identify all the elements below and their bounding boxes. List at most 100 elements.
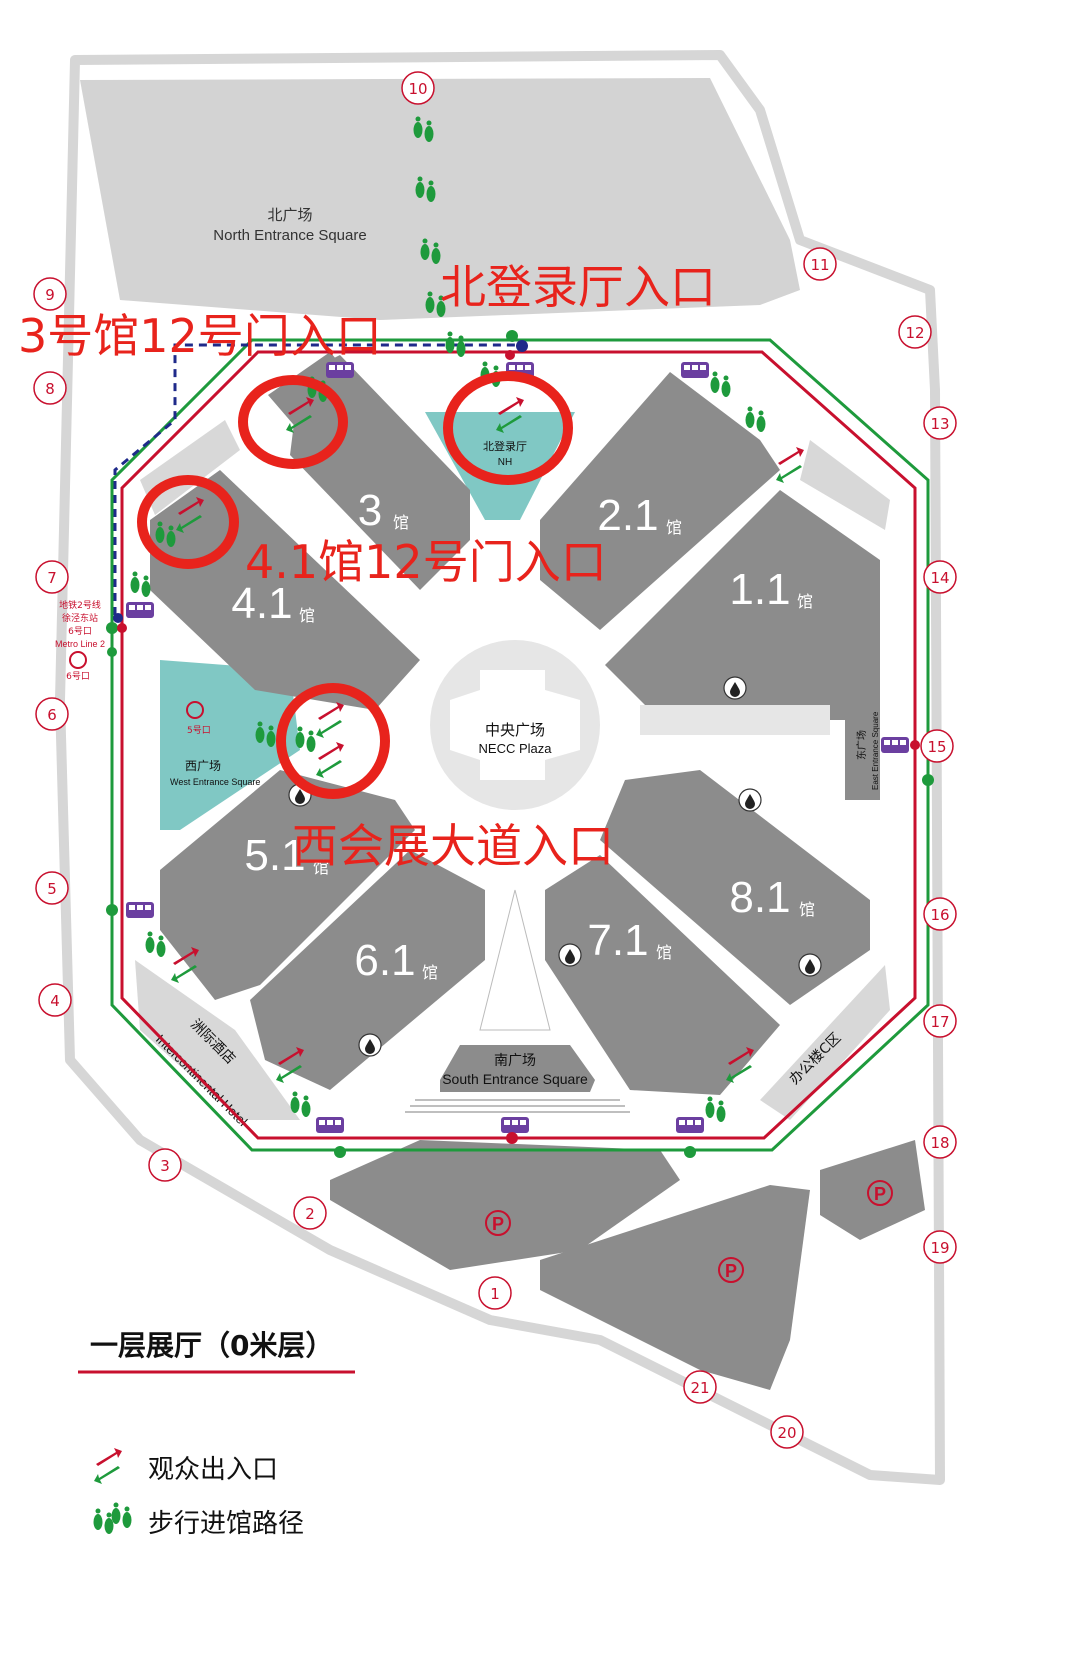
gate-8: 8 xyxy=(33,371,67,405)
west-square-cn: 西广场 xyxy=(185,759,221,773)
central-plaza xyxy=(430,640,830,810)
gate-1: 1 xyxy=(478,1276,512,1310)
gate-3: 3 xyxy=(148,1148,182,1182)
gate-16: 16 xyxy=(923,897,957,931)
hall-2-1-suffix: 馆 xyxy=(666,519,682,537)
south-wedge xyxy=(479,889,551,1031)
hall-1-1-suffix: 馆 xyxy=(797,593,813,611)
svg-text:9: 9 xyxy=(45,286,55,304)
gate-19: 19 xyxy=(923,1230,957,1264)
annotation-circles xyxy=(137,371,573,799)
svg-text:7: 7 xyxy=(47,569,57,587)
parking-area-southeast xyxy=(540,1185,810,1390)
east-square-label: 东广场 xyxy=(855,730,868,760)
gate-21: 21 xyxy=(683,1370,717,1404)
south-square-area xyxy=(440,1045,595,1092)
svg-text:徐泾东站: 徐泾东站 xyxy=(62,612,98,624)
parking-area-south xyxy=(330,1140,680,1270)
svg-text:6号口: 6号口 xyxy=(68,626,92,637)
svg-text:2: 2 xyxy=(305,1205,315,1223)
hall-6-1-suffix: 馆 xyxy=(422,964,438,982)
hall-1-1-shape xyxy=(605,490,880,720)
hall-8-1-suffix: 馆 xyxy=(799,901,815,919)
svg-text:11: 11 xyxy=(810,256,829,274)
hall-1-1-label: 1.1 xyxy=(729,565,790,614)
hall-4-1-suffix: 馆 xyxy=(299,607,315,625)
hall-7-1-shape xyxy=(545,855,780,1095)
annotation-north-hall: 北登录厅入口 xyxy=(440,260,716,314)
south-steps xyxy=(405,1099,630,1113)
hall-2-1-shape xyxy=(540,372,780,630)
parking-marker-1: P xyxy=(485,1210,511,1236)
gate-9: 9 xyxy=(33,277,67,311)
legend: 观众出入口 步行进馆路径 xyxy=(93,1448,304,1539)
hall-5-1-suffix: 馆 xyxy=(313,859,329,877)
north-square-en: North Entrance Square xyxy=(213,227,366,244)
svg-text:P: P xyxy=(725,1261,737,1281)
wedge-sw xyxy=(135,960,300,1120)
route-metro-dashed xyxy=(113,343,520,615)
svg-text:5: 5 xyxy=(47,880,57,898)
gate-10: 10 xyxy=(401,71,435,105)
gate-5: 5 xyxy=(35,871,69,905)
north-square-cn: 北广场 xyxy=(267,206,312,224)
parking-area-east xyxy=(820,1140,925,1240)
gate-4: 4 xyxy=(38,983,72,1017)
hall-5-1-shape xyxy=(160,770,415,1000)
gate-13: 13 xyxy=(923,406,957,440)
gate-17: 17 xyxy=(923,1004,957,1038)
svg-text:8: 8 xyxy=(45,380,55,398)
legend-walking-label: 步行进馆路径 xyxy=(148,1509,304,1539)
hall-8-1-label: 8.1 xyxy=(729,873,790,922)
svg-text:10: 10 xyxy=(408,80,427,98)
gate-7: 7 xyxy=(35,560,69,594)
north-hall-area xyxy=(425,412,575,520)
west-square-en: West Entrance Square xyxy=(170,777,260,787)
svg-text:15: 15 xyxy=(927,738,946,756)
hall-6-1-shape xyxy=(250,850,485,1090)
svg-text:地铁2号线: 地铁2号线 xyxy=(59,599,101,611)
hall-6-1-label: 6.1 xyxy=(354,936,415,985)
gate-12: 12 xyxy=(898,315,932,349)
north-square-area xyxy=(80,78,800,320)
svg-text:20: 20 xyxy=(777,1424,796,1442)
gate-11: 11 xyxy=(803,247,837,281)
north-hall-en: NH xyxy=(498,457,512,468)
metro-station-label: 地铁2号线 徐泾东站 6号口 Metro Line 2 6号口 xyxy=(55,599,105,682)
hall-2-1-label: 2.1 xyxy=(597,491,658,540)
svg-text:5号口: 5号口 xyxy=(187,725,211,736)
svg-text:Metro Line 2: Metro Line 2 xyxy=(55,639,105,649)
hall-7-1-suffix: 馆 xyxy=(656,944,672,962)
gate-14: 14 xyxy=(923,560,957,594)
central-plaza-cn: 中央广场 xyxy=(485,721,545,739)
gate-18: 18 xyxy=(923,1125,957,1159)
gate-2: 2 xyxy=(293,1196,327,1230)
hall-7-1-label: 7.1 xyxy=(587,916,648,965)
south-square-cn: 南广场 xyxy=(494,1053,536,1069)
svg-text:3: 3 xyxy=(160,1157,170,1175)
metro-logo-west: 5号口 xyxy=(186,701,211,736)
east-square-en: East Entrance Square xyxy=(871,711,880,790)
hall-3-shape xyxy=(290,355,470,590)
svg-text:12: 12 xyxy=(905,324,924,342)
svg-text:14: 14 xyxy=(930,569,949,587)
hall-5-1-label: 5.1 xyxy=(244,831,305,880)
gate-20: 20 xyxy=(770,1415,804,1449)
parking-marker-3: P xyxy=(867,1180,893,1206)
annotation-hall3-gate12: 3号馆12号门入口 xyxy=(18,309,382,363)
gate-6: 6 xyxy=(35,697,69,731)
svg-text:P: P xyxy=(492,1214,504,1234)
svg-text:16: 16 xyxy=(930,906,949,924)
svg-text:P: P xyxy=(874,1184,886,1204)
svg-text:21: 21 xyxy=(690,1379,709,1397)
wedge-ne xyxy=(800,440,890,530)
svg-text:19: 19 xyxy=(930,1239,949,1257)
hall-3-suffix: 馆 xyxy=(393,514,409,532)
central-plaza-en: NECC Plaza xyxy=(479,741,553,756)
wedge-se xyxy=(760,965,890,1120)
north-hall-cn: 北登录厅 xyxy=(483,439,527,453)
annotation-west-avenue: 西会展大道入口 xyxy=(292,819,614,873)
south-square-en: South Entrance Square xyxy=(442,1071,588,1087)
site-outline xyxy=(55,50,945,1485)
svg-text:1: 1 xyxy=(490,1285,500,1303)
